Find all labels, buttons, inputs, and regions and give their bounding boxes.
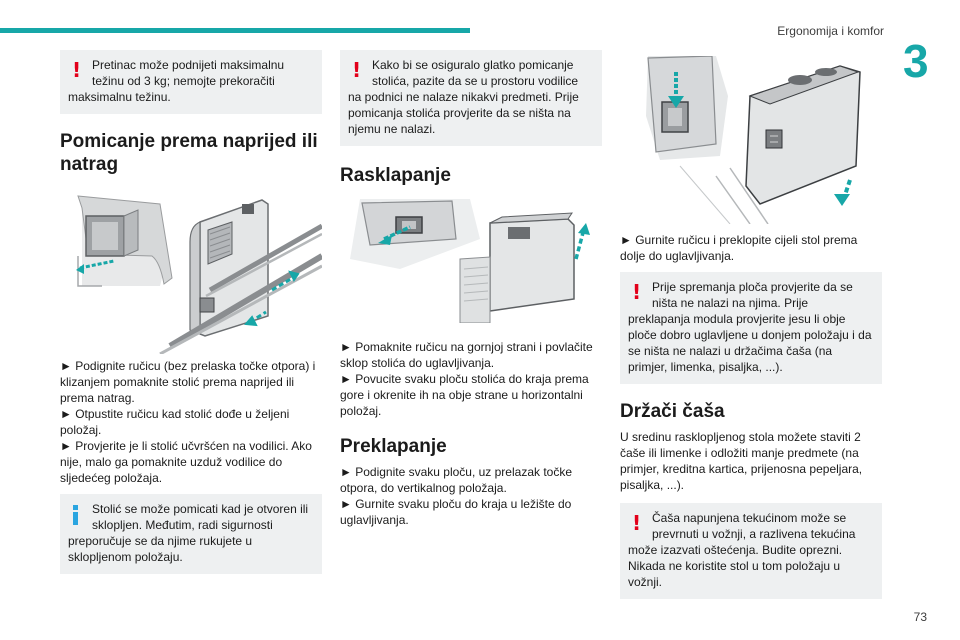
warning-box: ! Čaša napunjena tekućinom može se prevr…: [620, 503, 882, 599]
step-text: ► Pomaknite ručicu na gornjoj strani i p…: [340, 340, 593, 370]
paragraph-text: U sredinu rasklopljenog stola možete sta…: [620, 430, 863, 492]
warning-icon: !: [632, 511, 642, 535]
warning-text: može izazvati oštećenja. Budite oprezni.…: [628, 543, 843, 589]
step-text: ► Povucite svaku ploču stolića do kraja …: [340, 372, 589, 418]
section-heading: Rasklapanje: [340, 165, 451, 186]
section-heading: Držači čaša: [620, 401, 725, 422]
warning-text: maksimalnu težinu.: [68, 90, 171, 104]
info-icon: [73, 505, 78, 525]
step-text: ► Podignite ručicu (bez prelaska točke o…: [60, 359, 316, 405]
info-text-line: Stolić se može pomicati kad je otvoren i…: [92, 502, 309, 516]
warning-icon: !: [72, 58, 82, 82]
warning-box: ! Kako bi se osiguralo glatko pomicanje …: [340, 50, 602, 146]
column-right: ► Gurnite ručicu i preklopite cijeli sto…: [620, 56, 882, 599]
section-title: Ergonomija i komfor: [777, 24, 884, 38]
warning-text-line: Prije spremanja ploča provjerite da se: [652, 280, 853, 294]
warning-text-line: prevrnuti u vožnji, a razlivena tekućina: [652, 527, 856, 541]
illustration-fold-down: [620, 56, 882, 224]
column-left: ! Pretinac može podnijeti maksimalnu tež…: [60, 50, 322, 574]
step-text: ► Provjerite je li stolić učvršćen na vo…: [60, 439, 312, 485]
section-heading: Preklapanje: [340, 436, 447, 457]
warning-text-line: ništa ne nalazi na njima. Prije: [652, 296, 809, 310]
column-middle: ! Kako bi se osiguralo glatko pomicanje …: [340, 50, 602, 528]
warning-text-line: Čaša napunjena tekućinom može se: [652, 511, 847, 525]
warning-text-line: stolića, pazite da se u prostoru vodilic…: [372, 74, 579, 88]
step-text: ► Otpustite ručicu kad stolić dođe u žel…: [60, 407, 290, 437]
info-text: preporučuje se da njime rukujete u sklop…: [68, 534, 253, 564]
page-number: 73: [913, 610, 927, 624]
info-text-line: sklopljen. Međutim, radi sigurnosti: [92, 518, 273, 532]
header-accent-bar: [0, 28, 470, 33]
warning-text-line: Pretinac može podnijeti maksimalnu: [92, 58, 285, 72]
warning-icon: !: [352, 58, 362, 82]
warning-text: preklapanja modula provjerite jesu li ob…: [628, 312, 872, 374]
illustration-unfold: [340, 199, 602, 323]
step-text: ► Gurnite svaku ploču do kraja u ležište…: [340, 497, 572, 527]
section-heading: Pomicanje prema naprijed ili natrag: [60, 131, 318, 175]
warning-text-line: težinu od 3 kg; nemojte prekoračiti: [92, 74, 275, 88]
warning-text: na podnici ne nalaze nikakvi predmeti. P…: [348, 90, 579, 136]
warning-box: ! Prije spremanja ploča provjerite da se…: [620, 272, 882, 384]
step-text: ► Gurnite ručicu i preklopite cijeli sto…: [620, 233, 858, 263]
step-text: ► Podignite svaku ploču, uz prelazak toč…: [340, 465, 573, 495]
warning-box: ! Pretinac može podnijeti maksimalnu tež…: [60, 50, 322, 114]
warning-text-line: Kako bi se osiguralo glatko pomicanje: [372, 58, 574, 72]
warning-icon: !: [632, 280, 642, 304]
info-box: Stolić se može pomicati kad je otvoren i…: [60, 494, 322, 574]
illustration-table-slide: [60, 186, 322, 354]
chapter-number: 3: [903, 35, 929, 87]
